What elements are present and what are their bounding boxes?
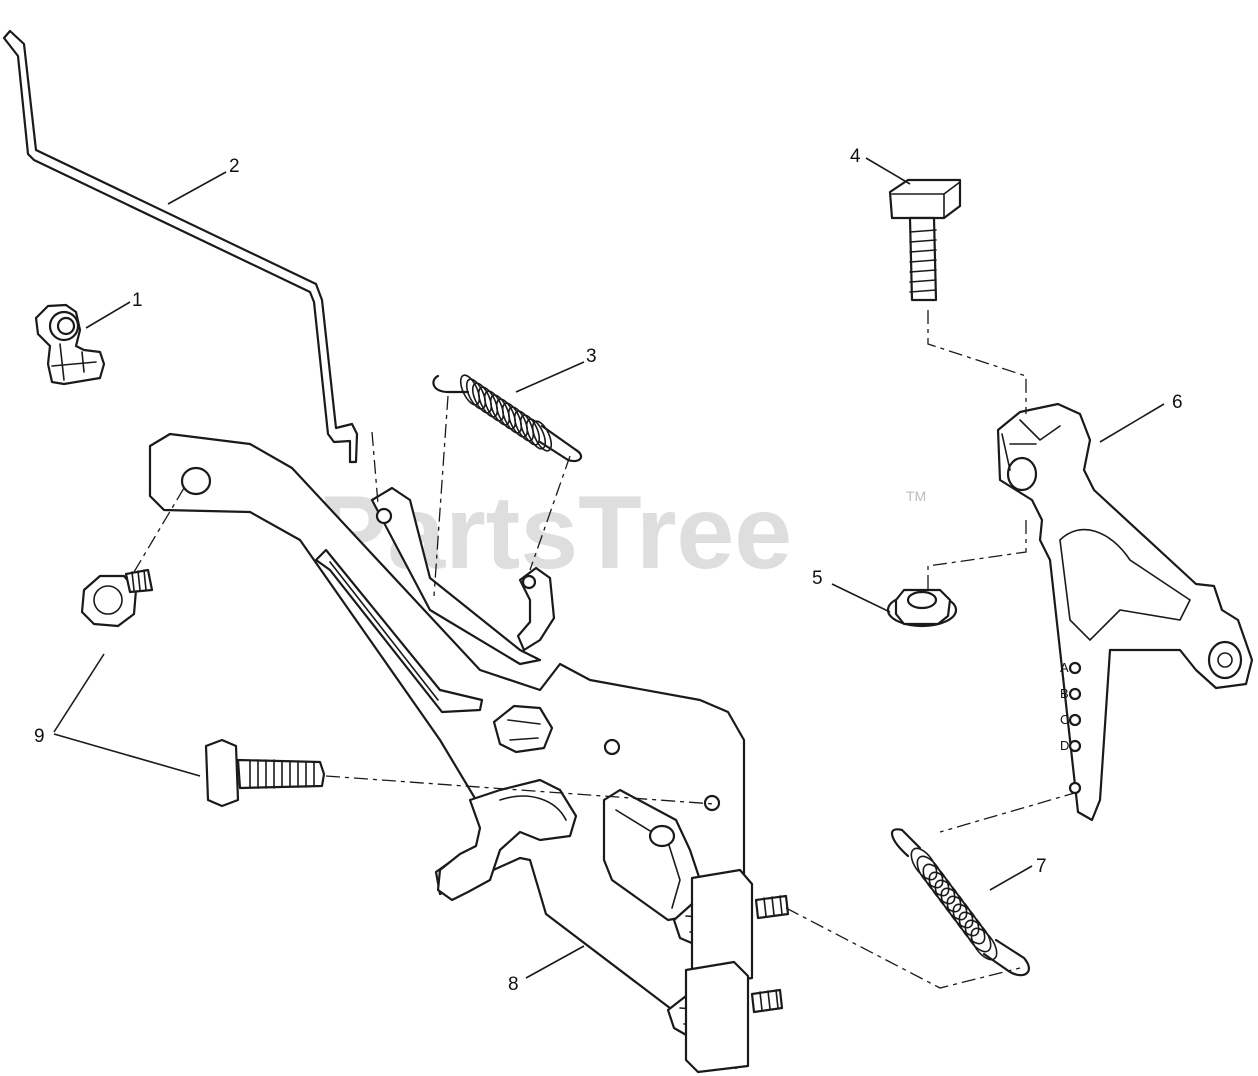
callout-5: 5 — [812, 568, 823, 589]
callout-1: 1 — [132, 290, 143, 311]
part-9-bolt-upper[interactable] — [80, 568, 154, 628]
hole-label-c: C — [1060, 712, 1069, 727]
nut-top — [492, 704, 554, 754]
callout-2: 2 — [229, 156, 240, 177]
callout-6: 6 — [1172, 392, 1183, 413]
part-6-lever[interactable]: A B C D — [996, 402, 1254, 822]
part-9-bolt-lower[interactable] — [204, 738, 326, 808]
hole-label-d: D — [1060, 738, 1069, 753]
part-8-control-bracket[interactable] — [148, 432, 790, 1074]
callout-4: 4 — [850, 146, 861, 167]
callout-8: 8 — [508, 974, 519, 995]
part-7-spring[interactable] — [891, 828, 1030, 977]
part-5-flange-nut[interactable] — [886, 588, 958, 628]
callout-3: 3 — [586, 346, 597, 367]
assembly-centerlines — [133, 310, 1079, 989]
part-2-link-rod[interactable] — [2, 29, 359, 464]
part-3-spring[interactable] — [432, 373, 583, 463]
watermark-trademark: TM — [906, 488, 926, 504]
callout-7: 7 — [1036, 856, 1047, 877]
callout-numbers: 1 2 3 4 5 6 7 8 9 — [34, 146, 1183, 995]
part-1-clip[interactable] — [34, 303, 106, 386]
hole-label-b: B — [1060, 686, 1069, 701]
hole-label-a: A — [1060, 660, 1069, 675]
part-4-t-bolt[interactable] — [888, 178, 962, 302]
callout-leaders — [53, 157, 1165, 979]
callout-9: 9 — [34, 726, 45, 747]
